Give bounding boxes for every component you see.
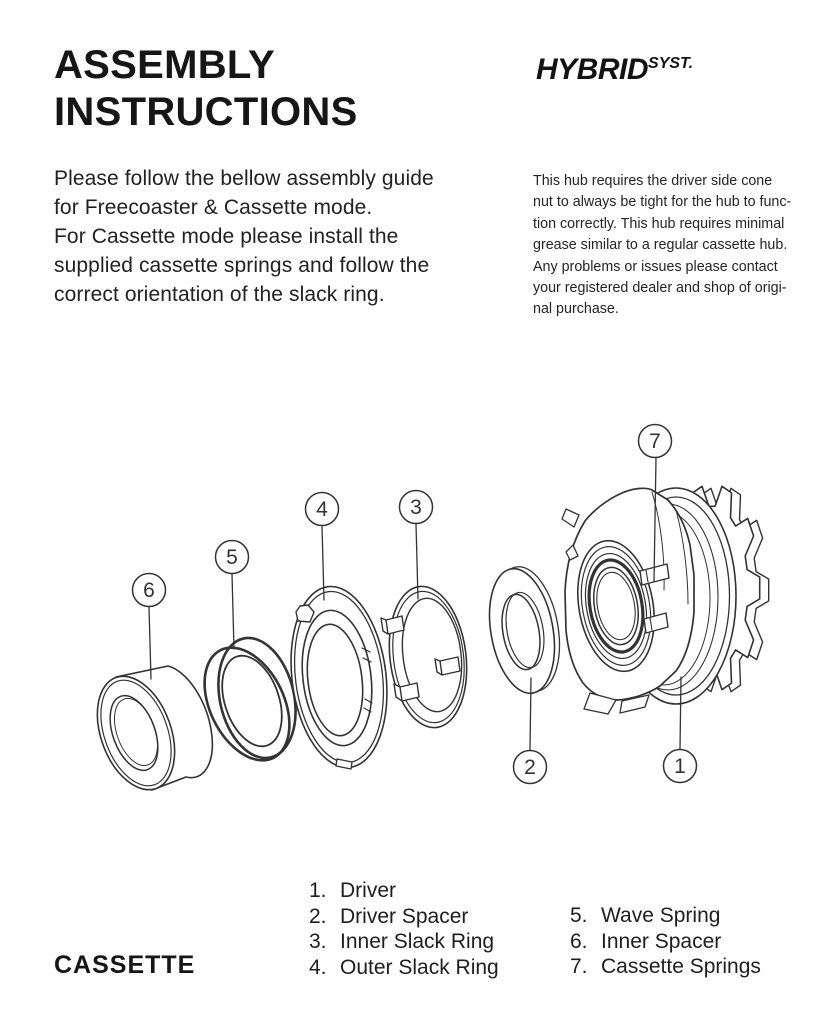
callout-4: 4 [304,491,340,601]
parts-list-item: 7. Cassette Springs [570,954,761,980]
callout-number: 1 [674,755,686,778]
parts-list-column-1: 1. Driver 2. Driver Spacer 3. Inner Slac… [309,878,499,980]
parts-list-column-2: 5. Wave Spring 6. Inner Spacer 7. Casset… [570,903,761,980]
callout-circle [398,489,434,525]
callout-2: 2 [512,677,548,785]
part-label: Wave Spring [601,904,721,927]
side-note-paragraph: This hub requires the driver side cone n… [533,173,792,318]
callout-number: 5 [226,546,238,569]
callout-number: 4 [316,498,328,521]
page-title: ASSEMBLY INSTRUCTIONS [54,43,358,134]
intro-paragraph: Please follow the bellow assembly guide … [54,167,434,306]
part-inner-slack-ring [380,585,468,729]
callout-7: 7 [637,423,673,583]
leader-line [231,573,235,650]
callout-3: 3 [398,489,434,600]
callout-circle [662,748,698,784]
parts-list-item: 6. Inner Spacer [570,929,761,955]
parts-list-item: 4. Outer Slack Ring [309,955,499,981]
callout-circle [214,539,250,575]
part-number: 2. [309,904,327,928]
part-number: 5. [570,904,588,927]
slack-ring-tab [434,656,461,676]
callout-5: 5 [214,539,250,650]
parts-list-item: 5. Wave Spring [570,903,761,929]
part-label: Driver Spacer [340,904,469,928]
leader-line [415,523,419,600]
driver-bearing [577,539,655,673]
part-number: 3. [309,930,327,953]
slack-ring-tab [393,682,420,702]
callout-number: 2 [524,756,536,779]
part-label: Inner Slack Ring [340,930,495,953]
driver-pawl-lug [561,508,580,561]
part-inner-spacer [96,665,214,791]
leader-line [653,457,657,583]
part-driver-spacer [488,566,561,695]
part-driver [561,485,770,715]
part-label: Driver [340,879,396,902]
part-number: 6. [570,929,588,953]
callout-6: 6 [131,572,167,680]
parts-list-item: 1. Driver [309,878,499,904]
part-outer-slack-ring [290,585,388,770]
callout-circle [512,749,548,785]
callout-1: 1 [662,676,698,784]
callout-circle [637,423,673,459]
mode-label: CASSETTE [54,951,196,979]
leader-line [529,677,532,751]
driver-feet [583,692,650,715]
parts-list-item: 2. Driver Spacer [309,904,499,930]
brand-suffix: SYST. [648,55,694,72]
callout-number: 6 [143,579,155,602]
part-number: 4. [309,955,327,979]
leader-line [321,525,325,601]
callout-circle [131,572,167,608]
parts-list-item: 3. Inner Slack Ring [309,929,499,955]
brand-name: HYBRID [536,53,649,86]
part-label: Outer Slack Ring [340,955,499,979]
part-number: 7. [570,955,588,978]
driver-body [564,487,695,701]
callout-number: 3 [410,496,422,519]
part-wave-spring [203,636,297,762]
slack-ring-notch [295,604,315,623]
part-label: Inner Spacer [601,929,722,953]
callout-circle [304,491,340,527]
part-number: 1. [309,879,327,902]
part-label: Cassette Springs [601,955,761,978]
slack-ring-tab [380,615,405,635]
leader-line [679,676,682,750]
leader-line [148,606,152,680]
callout-number: 7 [649,430,661,453]
